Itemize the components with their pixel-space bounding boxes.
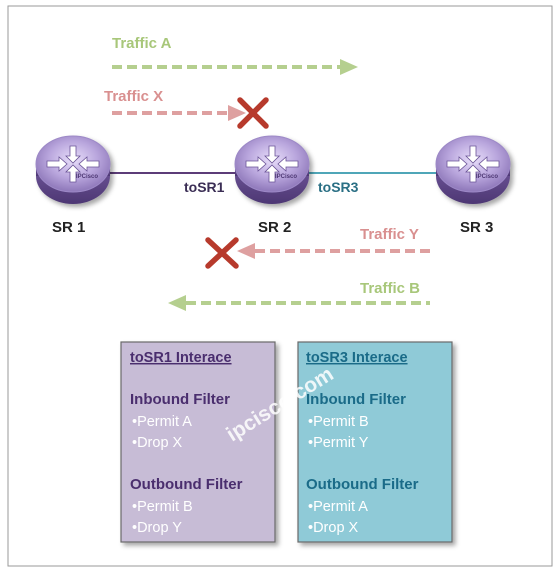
tosr1-inbound-item: •Permit A — [132, 414, 192, 430]
tosr3-outbound-title: Outbound Filter — [306, 476, 419, 493]
tosr3-box-title: toSR3 Interace — [306, 350, 408, 366]
traffic-x-arrowhead — [228, 105, 246, 121]
interface-tosr3-label: toSR3 — [318, 179, 359, 195]
router-brand-label: IPCisco — [275, 174, 297, 180]
block-x-icon — [237, 97, 269, 129]
tosr1-box-title: toSR1 Interace — [130, 350, 232, 366]
tosr3-outbound-item: •Drop X — [308, 520, 359, 536]
traffic-a-label: Traffic A — [112, 35, 172, 52]
traffic-x-label: Traffic X — [104, 88, 163, 105]
router-brand-label: IPCisco — [76, 174, 98, 180]
tosr3-inbound-item: •Permit B — [308, 414, 369, 430]
router-sr1-icon: IPCisco — [35, 135, 111, 205]
router-sr2-label: SR 2 — [258, 219, 291, 236]
traffic-a-arrowhead — [340, 59, 358, 75]
diagram-frame — [7, 5, 553, 567]
tosr3-inbound-item: •Permit Y — [308, 435, 369, 451]
router-sr2-icon: IPCisco — [234, 135, 310, 205]
tosr1-filter-box: toSR1 Interace Inbound Filter •Permit A … — [120, 341, 276, 543]
router-brand-label: IPCisco — [476, 174, 498, 180]
router-sr3-label: SR 3 — [460, 219, 493, 236]
tosr1-outbound-title: Outbound Filter — [130, 476, 243, 493]
traffic-b-arrowhead — [168, 295, 186, 311]
tosr1-outbound-item: •Permit B — [132, 499, 193, 515]
block-x-icon — [205, 237, 239, 269]
traffic-b-label: Traffic B — [360, 280, 420, 297]
interface-tosr1-label: toSR1 — [184, 179, 225, 195]
tosr3-inbound-title: Inbound Filter — [306, 391, 406, 408]
tosr3-filter-box: toSR3 Interace Inbound Filter •Permit B … — [297, 341, 453, 543]
traffic-y-label: Traffic Y — [360, 226, 419, 243]
router-sr3-icon: IPCisco — [435, 135, 511, 205]
tosr3-outbound-item: •Permit A — [308, 499, 368, 515]
tosr1-outbound-item: •Drop Y — [132, 520, 182, 536]
router-sr1-label: SR 1 — [52, 219, 85, 236]
tosr1-inbound-item: •Drop X — [132, 435, 183, 451]
traffic-y-arrowhead — [237, 243, 255, 259]
tosr1-inbound-title: Inbound Filter — [130, 391, 230, 408]
